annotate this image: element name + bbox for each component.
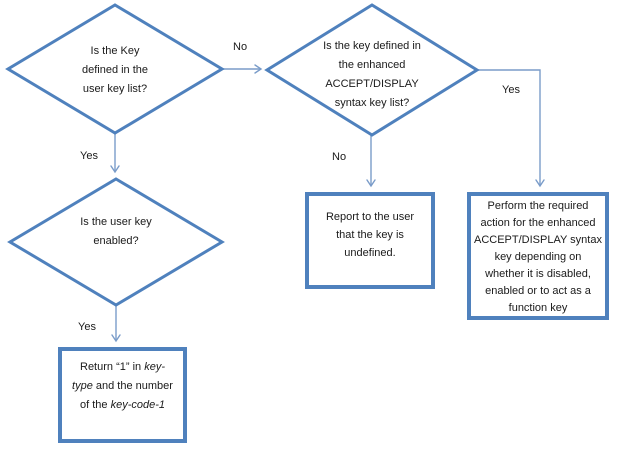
edge-label-no-middle: No — [332, 151, 347, 163]
diamond-user-key-enabled — [7, 177, 225, 307]
arrowhead-down-icon — [111, 334, 121, 343]
connector-yes-to-perform — [477, 69, 541, 186]
diamond-user-key-defined — [5, 3, 225, 135]
edge-label-yes-left-lower: Yes — [78, 321, 96, 333]
arrowhead-right-icon — [254, 64, 263, 74]
arrowhead-down-icon — [535, 179, 545, 188]
edge-label-yes-right: Yes — [502, 84, 520, 96]
edge-label-yes-left-upper: Yes — [80, 150, 98, 162]
arrowhead-down-icon — [110, 165, 120, 174]
edge-label-no-top: No — [233, 41, 248, 53]
arrowhead-down-icon — [366, 179, 376, 188]
diamond-enhanced-key-defined — [264, 3, 480, 137]
